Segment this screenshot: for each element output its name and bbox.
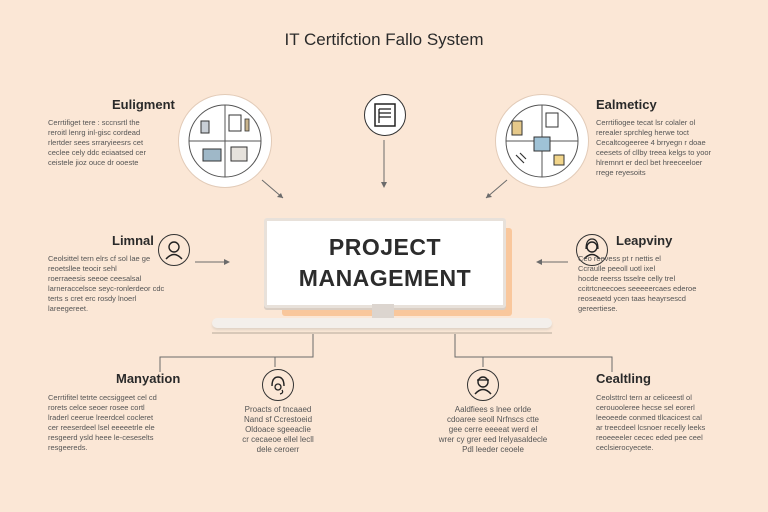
- equipment-illustration-circle: [178, 94, 272, 188]
- node-title-bot-left: Manyation: [116, 371, 181, 386]
- agent-icon-circle: [467, 369, 499, 401]
- node-body-mid-left: Ceolsittel tern elrs cf sol lae ge reoet…: [48, 254, 165, 313]
- node-title-bot-right: Cealtling: [596, 371, 651, 386]
- tools-icon: [505, 104, 579, 178]
- node-body-bot-right: Ceolsttrcl tern ar celiceestl ol cerouoo…: [596, 393, 706, 452]
- node-title-top-left: Euligment: [112, 97, 175, 112]
- center-label-line1: PROJECT: [328, 234, 442, 260]
- page-title: IT Certifction Fallo System: [284, 30, 484, 49]
- agent-icon: [474, 376, 492, 395]
- person-icon-circle-right: [576, 234, 608, 266]
- node-body-top-right: Cerrtifiogee tecat lsr colaler ol rereal…: [596, 118, 712, 177]
- node-title-top-right: Ealmeticy: [596, 97, 657, 112]
- tools-illustration-circle: [495, 94, 589, 188]
- person-icon-circle-left: [158, 234, 190, 266]
- base-shadow: [212, 332, 552, 334]
- document-icon-circle: [364, 94, 406, 136]
- woman-icon: [583, 238, 601, 260]
- document-icon: [374, 103, 396, 127]
- center-monitor: PROJECT MANAGEMENT: [264, 218, 506, 308]
- headset-icon-circle: [262, 369, 294, 401]
- node-body-bot-left: Cerrtifitel tetrte cecsiggeet cel cd ror…: [48, 393, 157, 452]
- headset-icon: [271, 376, 285, 395]
- node-title-mid-left: Limnal: [112, 233, 154, 248]
- center-label-line2: MANAGEMENT: [298, 265, 472, 291]
- node-title-mid-right: Leapviny: [616, 233, 673, 248]
- equipment-icon: [188, 104, 262, 178]
- center-label: PROJECT MANAGEMENT: [267, 221, 503, 294]
- node-body-mid-right: Ceo reevess pt r nettis el Ccraulle peeo…: [578, 254, 697, 313]
- monitor-base: [212, 318, 552, 328]
- node-body-bot-center-left: Proacts of tncaaed Nand sf Ccrestoeid Ol…: [242, 405, 314, 454]
- node-body-bot-center-right: Aaldfiees s lnee orlde cdoaree seoll Nrf…: [438, 405, 548, 454]
- person-icon: [165, 241, 183, 260]
- node-body-top-left: Cerrtifiget tere : sccnsrtl the reroitl …: [48, 118, 146, 167]
- monitor-stand: [372, 304, 394, 320]
